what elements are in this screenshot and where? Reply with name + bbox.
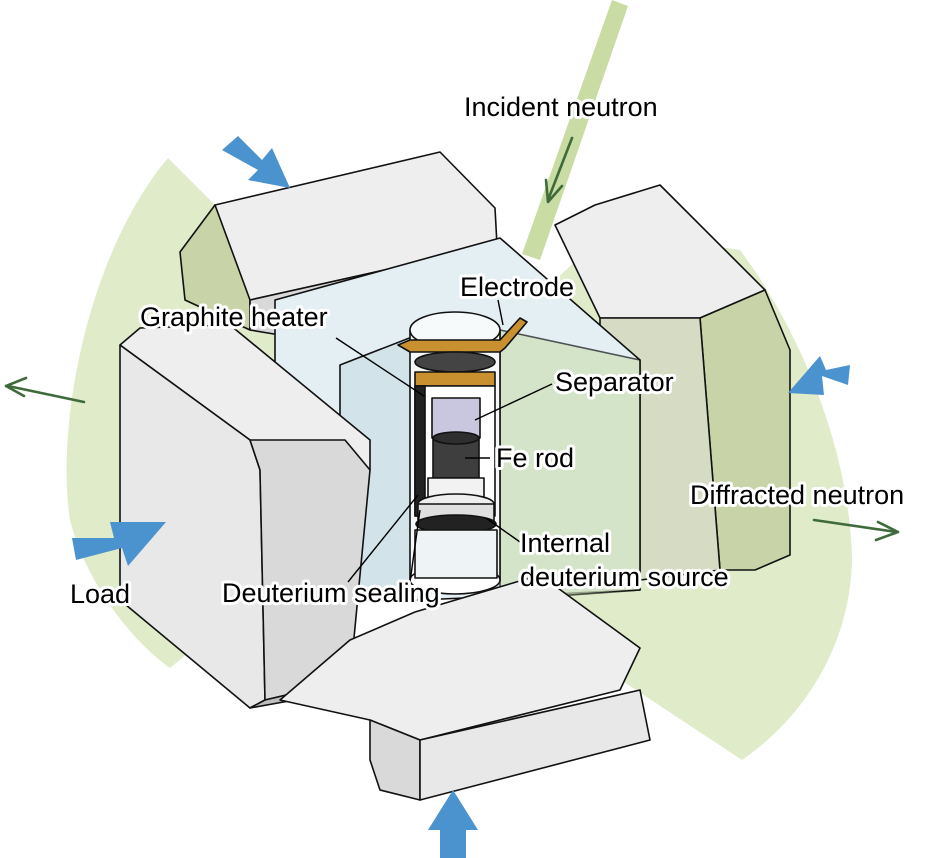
diffracted-neutron-label: Diffracted neutron [690,480,904,510]
incident-neutron-label: Incident neutron [464,92,658,122]
labels: Incident neutron Electrode Graphite heat… [67,89,907,612]
bottom-anvil [279,574,651,801]
electrode-label: Electrode [460,272,574,302]
load-arrow-right [788,356,850,395]
fe-rod-label: Fe rod [496,443,574,473]
right-diffracted-arrow-icon [812,518,900,542]
left-diffracted-arrow-icon [4,376,86,404]
load-arrow-left [72,522,166,566]
separator-label: Separator [555,367,674,397]
graphite-heater-label: Graphite heater [140,302,328,332]
load-label: Load [70,579,130,609]
deuterium-sealing-label: Deuterium sealing [222,578,440,608]
internal-source-label-line1: Internal [520,528,610,558]
leader-lines [335,299,553,583]
internal-source-label-line2: deuterium source [520,562,729,592]
load-arrow-top [222,136,290,188]
load-arrow-bottom [428,790,478,858]
neutron-arrows [4,136,900,542]
sample-assembly [397,311,528,595]
incident-neutron-arrow-icon [544,136,574,204]
load-arrows [72,136,850,858]
